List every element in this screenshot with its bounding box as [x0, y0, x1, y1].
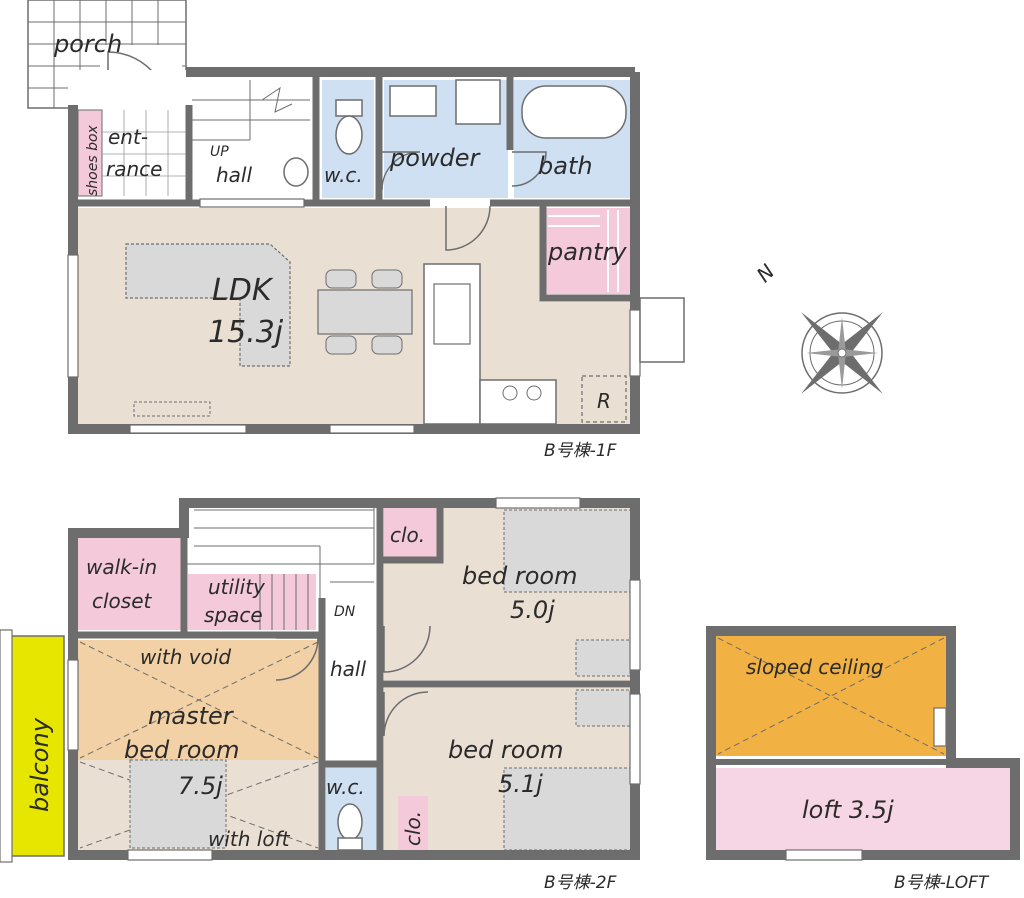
toilet-icon-2f [337, 803, 363, 851]
hall-label-2f: hall [330, 657, 366, 681]
shoes-box-label: shoes box [85, 124, 101, 196]
hand-sink-icon [283, 157, 309, 187]
master-label-1: master [148, 702, 235, 730]
dining-table [317, 289, 413, 335]
walkin-label-1: walk-in [86, 555, 157, 579]
with-void-label: with void [140, 645, 231, 669]
master-bed-icon [129, 759, 227, 849]
ldk-label: LDK [212, 273, 274, 308]
bedroom-1-size: 5.0j [510, 596, 555, 624]
bath-label: bath [538, 152, 593, 180]
floor-2: walk-in closet utility space DN hall clo… [0, 497, 641, 893]
stairs-2f [183, 499, 375, 565]
up-label: UP [210, 144, 229, 160]
master-label-2: bed room [124, 736, 239, 764]
loft-area [716, 768, 1012, 850]
bedroom-1-label: bed room [462, 562, 577, 590]
floor-1: porch shoes box ent- rance UP hall w.c. … [27, 0, 685, 461]
floor-1-tag: B号棟-1F [544, 441, 617, 461]
closet-bottom [398, 796, 428, 850]
floor-2-tag: B号棟-2F [544, 873, 617, 893]
loft-tag: B号棟-LOFT [894, 873, 990, 893]
compass-north-label: N [752, 259, 780, 287]
bed-icon-1 [503, 509, 633, 593]
entrance-label-1: ent- [108, 125, 148, 149]
bed-icon-2 [503, 767, 633, 851]
tv-board [133, 401, 211, 417]
walkin-closet [78, 538, 182, 630]
hall-2f [326, 600, 378, 760]
dn-label: DN [334, 604, 356, 620]
ldk-size: 15.3j [208, 315, 284, 350]
washer-icon [455, 79, 501, 125]
loft-label: loft 3.5j [802, 796, 894, 824]
loft-floor: sloped ceiling loft 3.5j B号棟-LOFT [706, 626, 1020, 893]
walkin-label-2: closet [92, 589, 153, 613]
compass-icon [800, 311, 884, 395]
with-loft-label: with loft [208, 827, 291, 851]
utility-label-2: space [204, 603, 263, 627]
balcony-label: balcony [26, 717, 54, 812]
entrance-label-2: rance [106, 157, 162, 181]
closet-bottom-label: clo. [401, 811, 425, 846]
utility-label-1: utility [208, 575, 266, 599]
refrigerator-label: R [597, 389, 611, 413]
wc-label-2f: w.c. [326, 775, 365, 799]
sofa-icon [125, 243, 291, 367]
shoes-box [77, 109, 103, 197]
toilet-icon [335, 99, 363, 155]
desk-icon-2 [575, 689, 631, 727]
sloped-ceiling-label: sloped ceiling [746, 655, 884, 679]
refrigerator [581, 375, 627, 423]
stove-counter [479, 379, 557, 425]
pantry-label: pantry [547, 238, 627, 266]
closet-top-label: clo. [390, 523, 425, 547]
dining-chairs [325, 269, 403, 355]
powder-label: powder [389, 144, 482, 172]
bathtub-icon [521, 85, 627, 139]
bedroom-2-label: bed room [448, 736, 563, 764]
washbasin-icon [389, 85, 437, 117]
master-size: 7.5j [178, 772, 223, 800]
porch-label: porch [53, 30, 122, 58]
bedroom-2-size: 5.1j [498, 770, 543, 798]
hall-label-1f: hall [216, 163, 252, 187]
desk-icon-1 [575, 639, 631, 677]
wc-label-1f: w.c. [324, 163, 363, 187]
balcony [7, 635, 65, 857]
sloped-ceiling-area [716, 636, 946, 756]
closet-top [384, 508, 440, 558]
utility-space [188, 574, 316, 630]
